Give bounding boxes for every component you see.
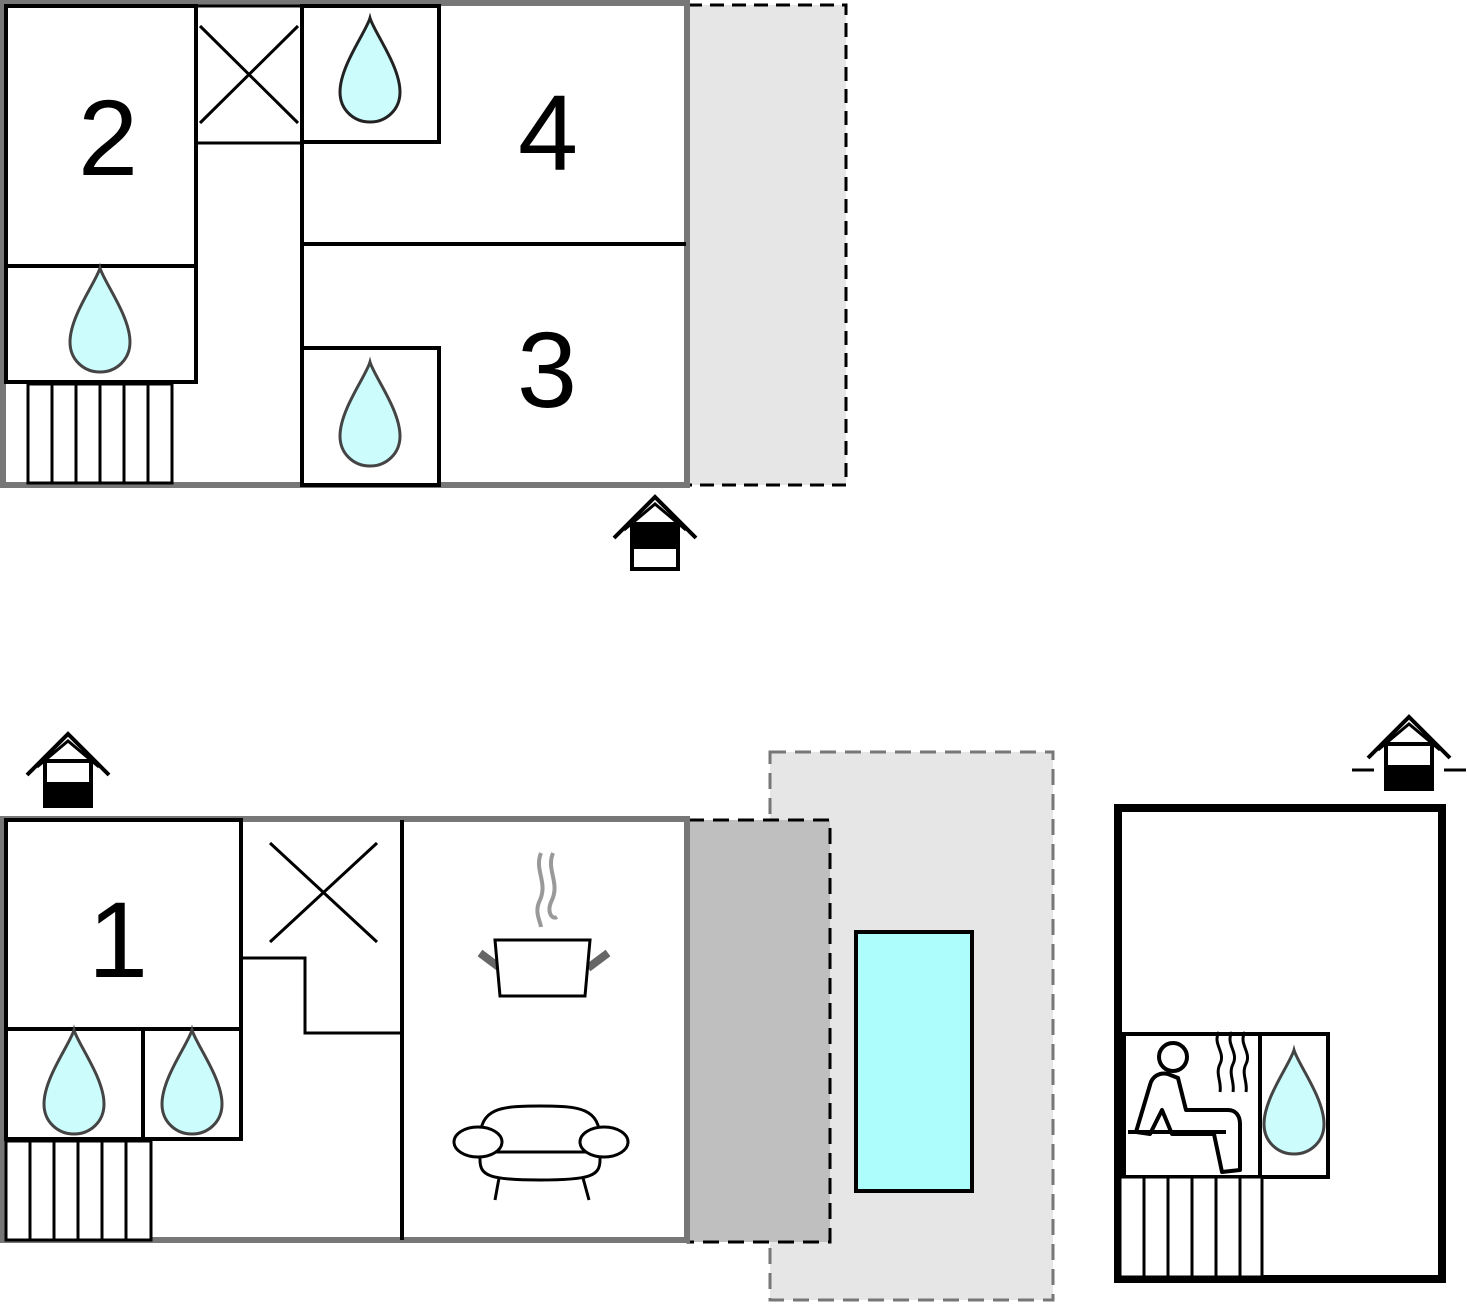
sauna-room: [1122, 1032, 1262, 1179]
sofa-icon: [452, 1104, 630, 1201]
house-entrance-icon: [25, 731, 111, 808]
room-2-label: 2: [78, 77, 138, 198]
balcony: [686, 3, 848, 487]
steam-icon: [1215, 1031, 1249, 1093]
house-entrance-icon: [1352, 714, 1466, 791]
room-4-label: 4: [518, 72, 578, 193]
upper-floor: 2 4 3: [0, 0, 848, 571]
annex: [1114, 714, 1466, 1283]
ground-floor: 1: [0, 731, 1055, 1302]
room-3-label: 3: [517, 309, 577, 430]
house-entrance-icon: [612, 494, 698, 571]
swimming-pool: [854, 930, 974, 1193]
room-1-label: 1: [88, 879, 148, 1000]
cooking-pot-icon: [477, 852, 611, 998]
stairs-icon: [26, 382, 174, 485]
covered-terrace: [686, 818, 832, 1244]
sauna-person-icon: [1128, 1041, 1242, 1174]
stairs-icon: [1118, 1175, 1264, 1279]
stairs-icon: [4, 1139, 153, 1242]
room-2: [4, 4, 198, 268]
x-cross-icon: [268, 841, 379, 944]
room-1: [4, 818, 243, 1031]
